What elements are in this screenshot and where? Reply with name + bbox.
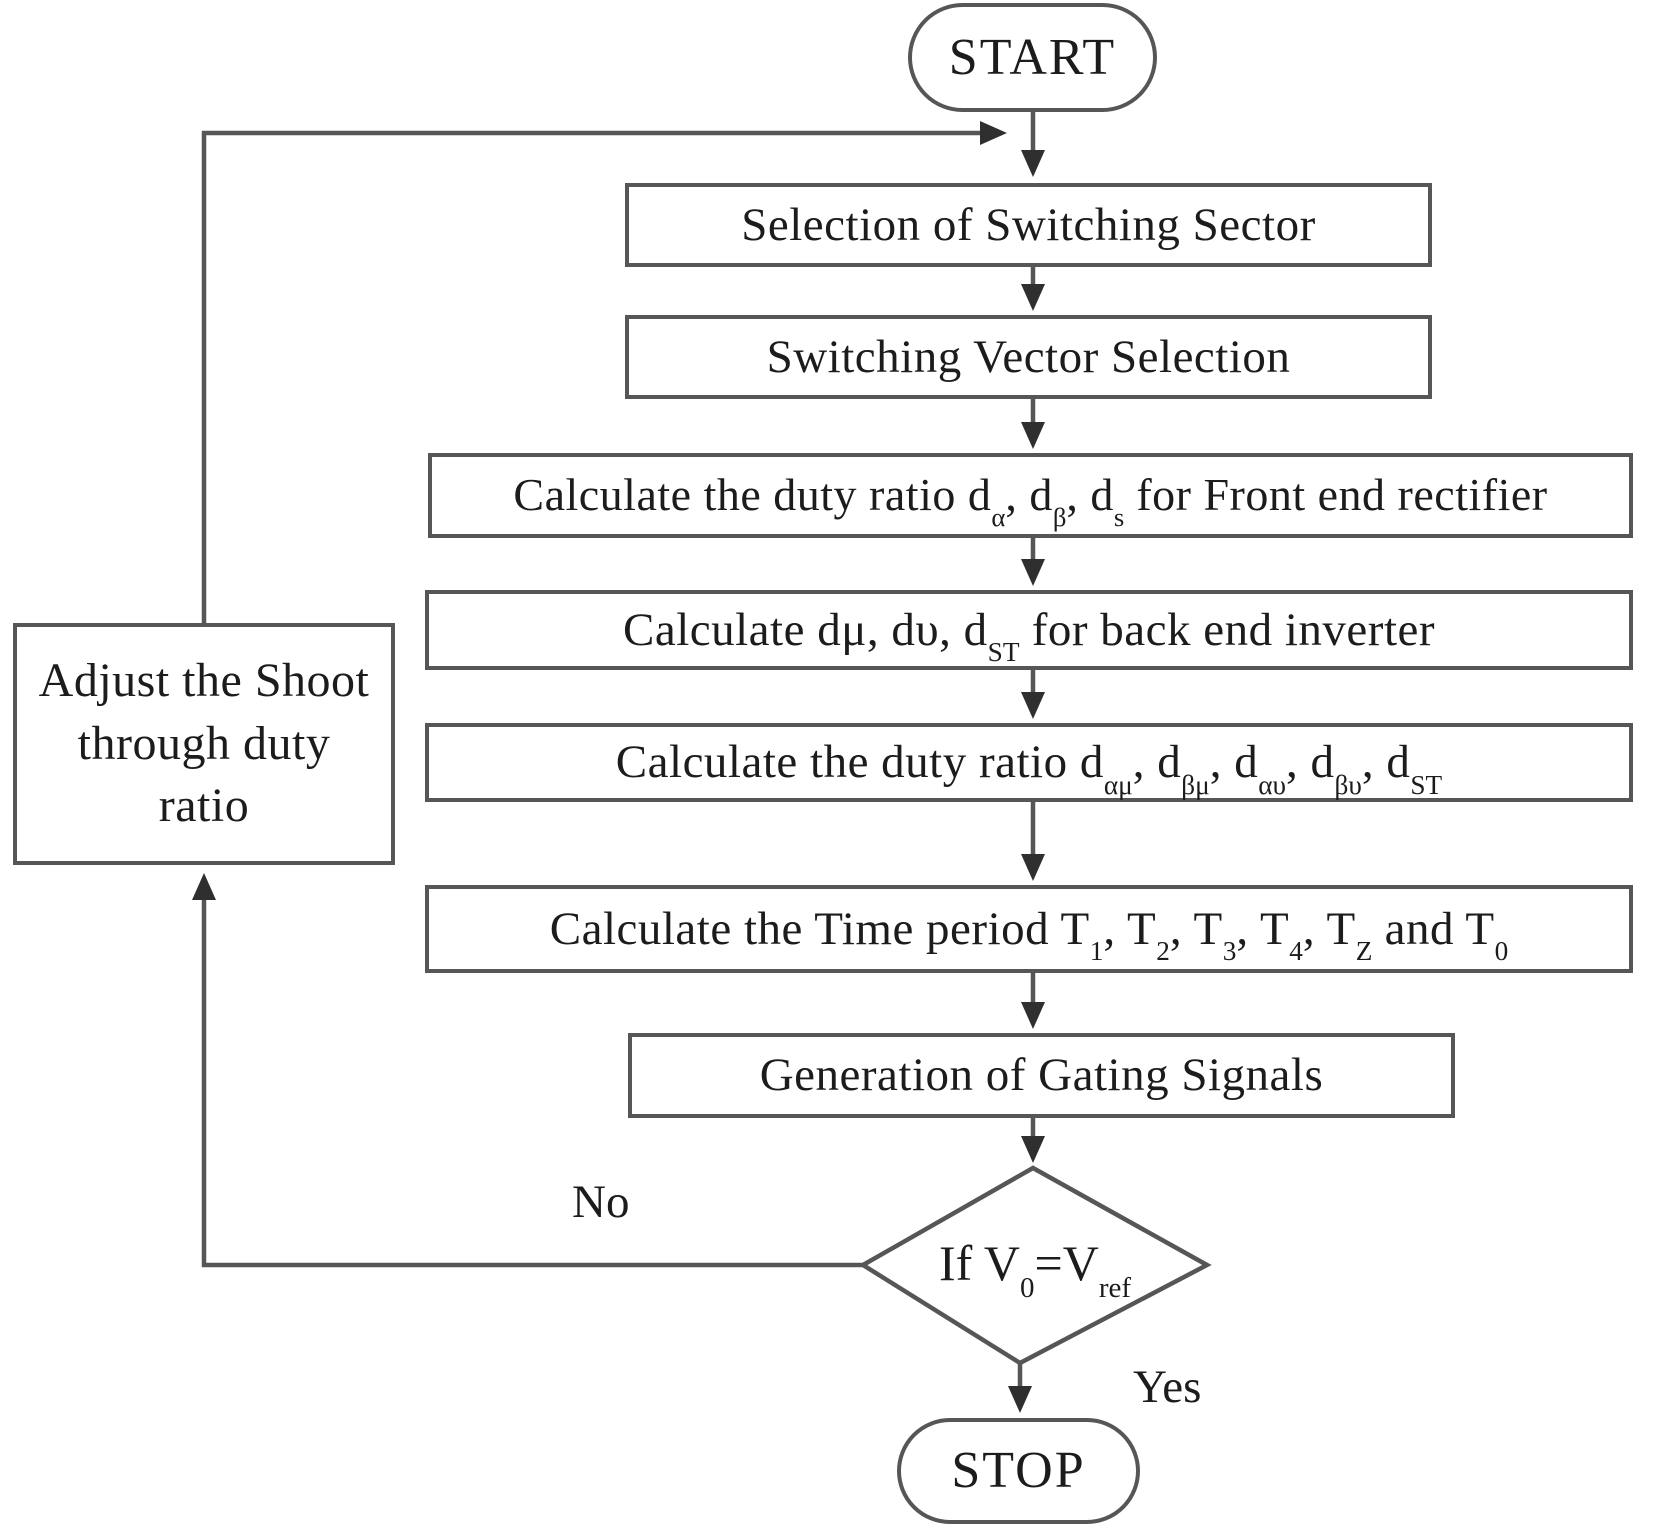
process-label: Switching Vector Selection — [766, 330, 1291, 383]
process-label: Calculate the Time period T1, T2, T3, T4… — [549, 902, 1509, 967]
process-box-generation-of-gating-signals: Generation of Gating Signals — [628, 1033, 1455, 1118]
process-label: Selection of Switching Sector — [741, 198, 1316, 251]
feedback-box-adjust-shoot-through-duty-ratio: Adjust the Shoot through duty ratio — [13, 623, 395, 865]
stop-label: STOP — [951, 1442, 1086, 1500]
process-box-selection-of-switching-sector: Selection of Switching Sector — [625, 183, 1432, 267]
feedback-label: Adjust the Shoot through duty ratio — [38, 654, 370, 833]
process-label: Calculate the duty ratio dα, dβ, ds for … — [513, 469, 1548, 533]
yes-edge-label: Yes — [1133, 1361, 1202, 1413]
start-terminal: START — [908, 3, 1157, 112]
no-edge-label: No — [572, 1176, 630, 1228]
process-box-duty-ratio-front-end-rectifier: Calculate the duty ratio dα, dβ, ds for … — [428, 453, 1633, 538]
edge-decision-no — [192, 873, 863, 1268]
process-label: Generation of Gating Signals — [759, 1049, 1324, 1102]
stop-terminal: STOP — [897, 1418, 1140, 1524]
process-box-combined-duty-ratios: Calculate the duty ratio dαμ, dβμ, dαυ, … — [425, 723, 1633, 802]
process-label: Calculate the duty ratio dαμ, dβμ, dαυ, … — [615, 736, 1443, 800]
edge-feedback-return — [201, 121, 1007, 623]
decision-diamond — [858, 1165, 1212, 1366]
process-box-time-periods: Calculate the Time period T1, T2, T3, T4… — [425, 885, 1633, 973]
decision-text: If V0=Vref — [938, 1235, 1131, 1305]
start-label: START — [948, 28, 1117, 86]
process-label: Calculate dμ, dυ, dST for back end inver… — [622, 603, 1436, 668]
process-box-switching-vector-selection: Switching Vector Selection — [625, 315, 1432, 399]
decision-label: If V0=Vref — [880, 1228, 1190, 1305]
process-box-duty-ratio-back-end-inverter: Calculate dμ, dυ, dST for back end inver… — [425, 590, 1633, 670]
